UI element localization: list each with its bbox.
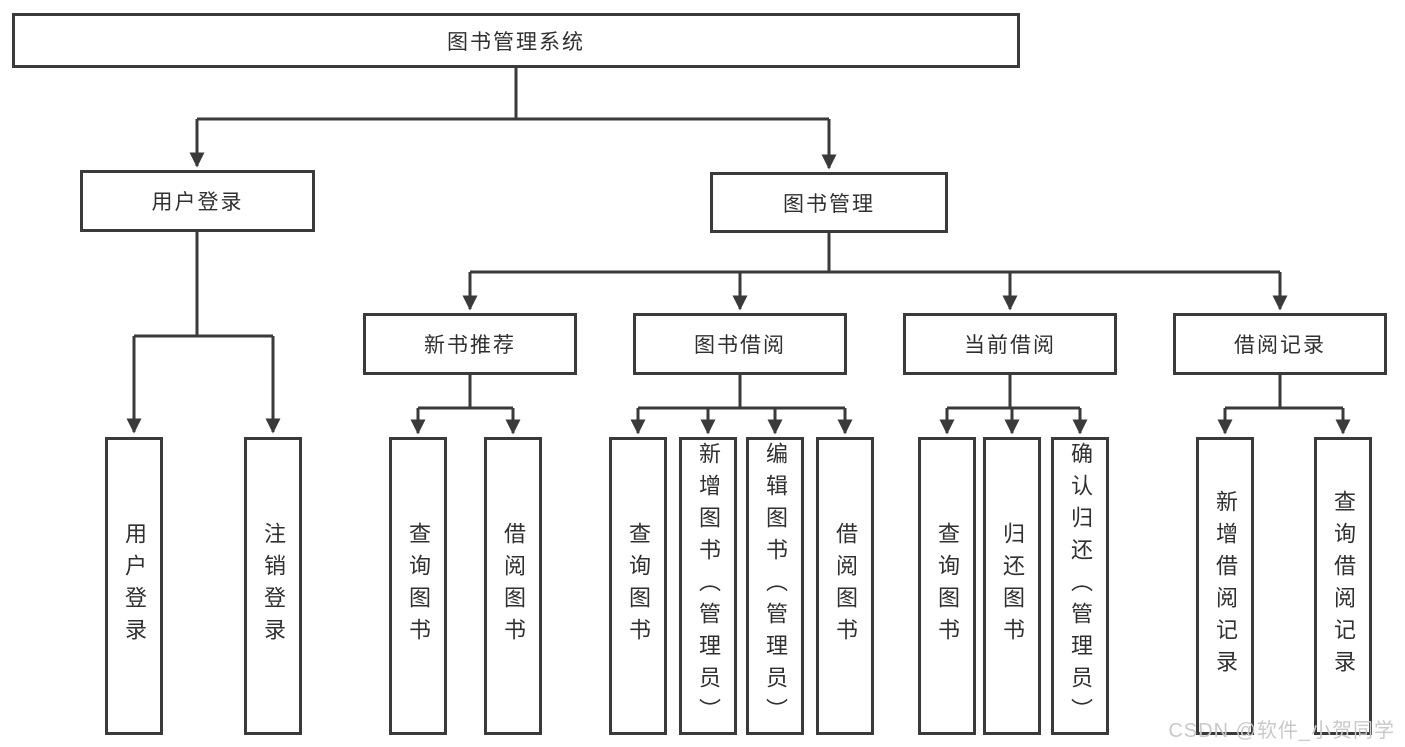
leaf-label: 归还图书 <box>1000 522 1025 650</box>
leaf-label: 用户登录 <box>122 522 147 650</box>
node-current-borrow: 当前借阅 <box>903 313 1117 375</box>
node-user-login: 用户登录 <box>80 170 315 232</box>
leaf-label: 注销登录 <box>261 522 286 650</box>
node-book-borrow: 图书借阅 <box>633 313 847 375</box>
leaf-edit-books-admin: 编辑图书（管理员） <box>746 437 804 735</box>
leaf-label: 查询图书 <box>406 522 431 650</box>
node-root: 图书管理系统 <box>12 13 1020 68</box>
node-borrow-record: 借阅记录 <box>1173 313 1387 375</box>
leaf-query-borrow-record: 查询借阅记录 <box>1314 437 1372 735</box>
leaf-label: 查询图书 <box>935 522 960 650</box>
leaf-query-books-2: 查询图书 <box>609 437 667 735</box>
leaf-label: 借阅图书 <box>833 522 858 650</box>
leaf-label: 编辑图书（管理员） <box>763 442 788 730</box>
node-current-borrow-label: 当前借阅 <box>964 334 1056 357</box>
leaf-label: 新增图书（管理员） <box>696 442 721 730</box>
leaf-query-books-1: 查询图书 <box>389 437 447 735</box>
node-book-management: 图书管理 <box>710 172 948 233</box>
node-book-borrow-label: 图书借阅 <box>694 334 786 357</box>
leaf-add-borrow-record: 新增借阅记录 <box>1196 437 1254 735</box>
leaf-label: 新增借阅记录 <box>1213 490 1238 682</box>
node-new-book-recommend-label: 新书推荐 <box>424 334 516 357</box>
leaf-confirm-return-admin: 确认归还（管理员） <box>1051 437 1109 735</box>
csdn-watermark: CSDN @软件_小贺同学 <box>1168 720 1395 742</box>
leaf-label: 查询借阅记录 <box>1331 490 1356 682</box>
leaf-add-books-admin: 新增图书（管理员） <box>679 437 737 735</box>
node-root-label: 图书管理系统 <box>447 30 585 54</box>
node-new-book-recommend: 新书推荐 <box>363 313 577 375</box>
leaf-label: 确认归还（管理员） <box>1068 442 1093 730</box>
node-borrow-record-label: 借阅记录 <box>1234 334 1326 357</box>
node-user-login-label: 用户登录 <box>151 191 244 214</box>
leaf-borrow-books-2: 借阅图书 <box>816 437 874 735</box>
node-book-management-label: 图书管理 <box>783 192 875 216</box>
leaf-borrow-books-1: 借阅图书 <box>484 437 542 735</box>
leaf-label: 借阅图书 <box>501 522 526 650</box>
leaf-query-books-3: 查询图书 <box>918 437 976 735</box>
leaf-user-login: 用户登录 <box>105 437 163 735</box>
leaf-label: 查询图书 <box>626 522 651 650</box>
leaf-logout: 注销登录 <box>244 437 302 735</box>
leaf-return-books: 归还图书 <box>983 437 1041 735</box>
